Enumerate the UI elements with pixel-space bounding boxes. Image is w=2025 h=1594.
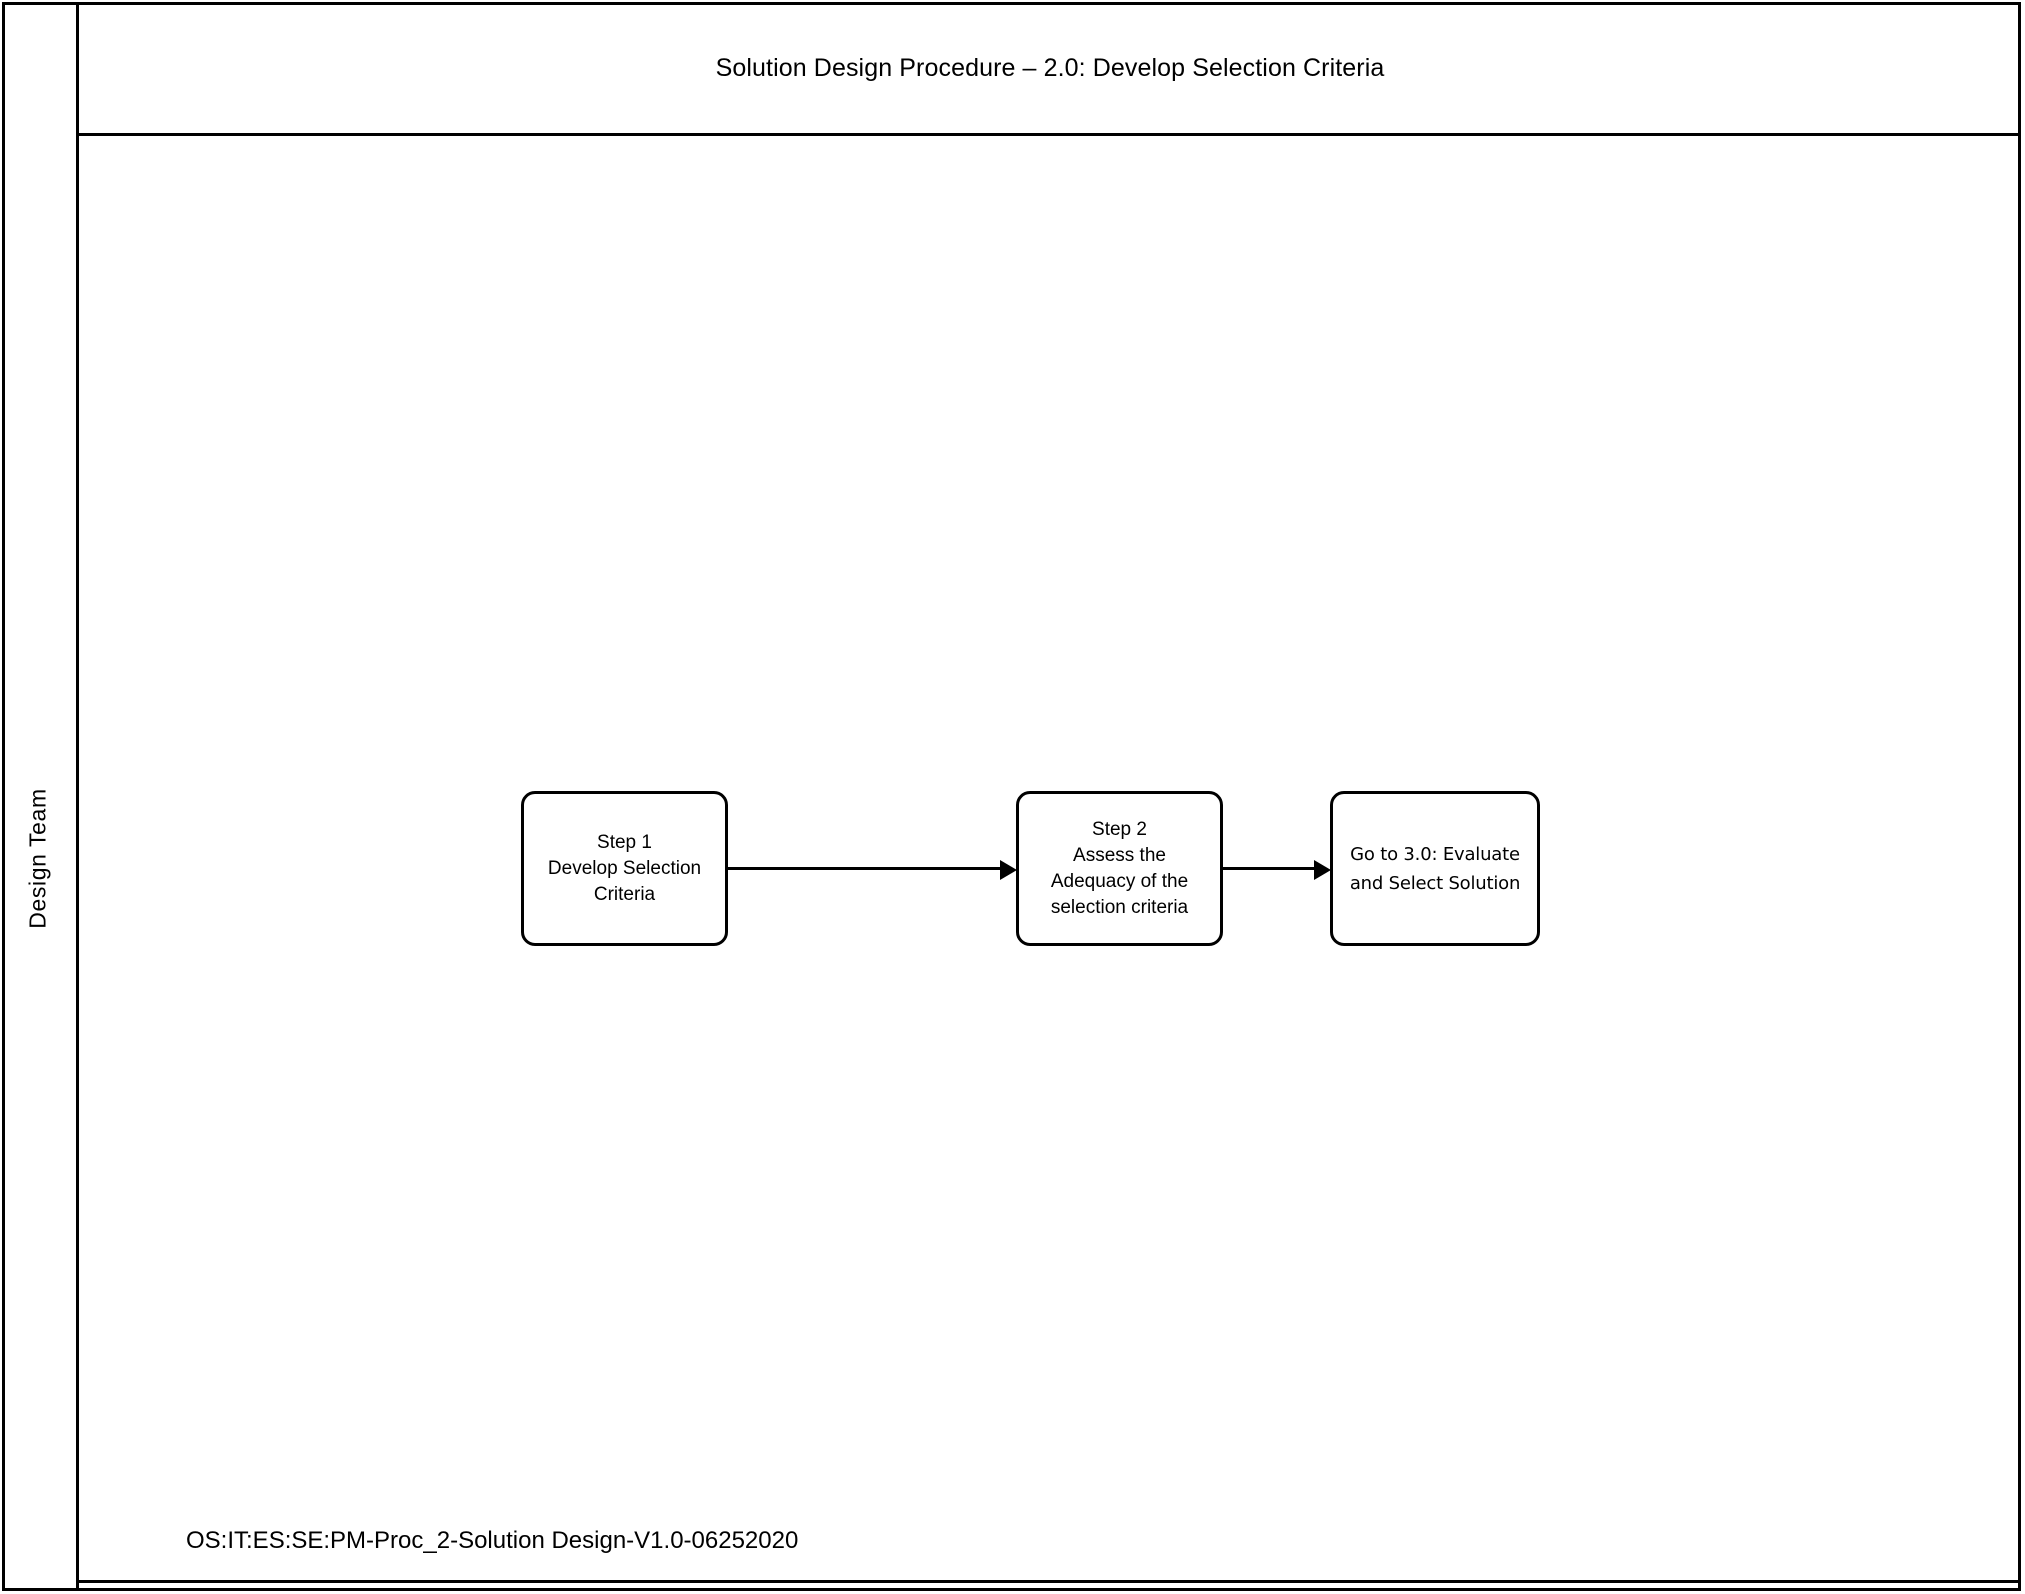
title-divider	[76, 133, 2021, 136]
swimlane-label-design-team: Design Team	[0, 136, 76, 1580]
connector-step2-to-goto3-line	[1223, 867, 1314, 870]
connector-step1-to-step2-arrowhead-icon	[1000, 860, 1017, 880]
connector-step1-to-step2-line	[728, 867, 1000, 870]
footer-divider	[76, 1580, 2021, 1583]
pool-label-divider	[76, 2, 79, 1591]
document-footer-id: OS:IT:ES:SE:PM-Proc_2-Solution Design-V1…	[186, 1527, 799, 1554]
swimlane-label-text: Design Team	[24, 787, 51, 929]
page-title: Solution Design Procedure – 2.0: Develop…	[715, 54, 1385, 82]
connector-step2-to-goto3-arrowhead-icon	[1314, 860, 1331, 880]
